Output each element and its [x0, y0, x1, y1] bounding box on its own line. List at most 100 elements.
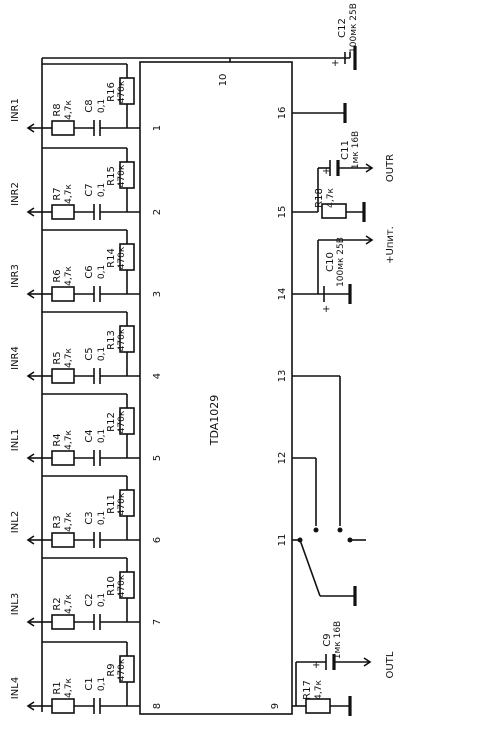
r18-value: 4,7к	[326, 188, 336, 208]
inr2-resistor-name: R7	[52, 187, 63, 200]
inr2-resistor-value: 4,7к	[64, 184, 74, 204]
inl3-resistor-name: R2	[52, 597, 63, 610]
inr1-resistor	[51, 120, 75, 136]
inl3-cap-value: 0,1	[97, 593, 107, 607]
inl1-resistor	[51, 450, 75, 466]
inr4-fb-resistor-name: R13	[106, 330, 117, 350]
inr4-fb-resistor-value: 470к	[117, 328, 127, 351]
inl2-cap-value: 0,1	[97, 511, 107, 525]
c12-polarity: +	[331, 58, 339, 69]
outr-label: OUTR	[385, 154, 396, 182]
inr4-input-arrow	[26, 371, 35, 381]
inl4-cap-value: 0,1	[97, 677, 107, 691]
inr1-cap-name: C8	[84, 99, 95, 112]
output-right-network: C11 1мк 16В + R18 4,7к OUTR	[292, 131, 396, 222]
inl2-input-arrow	[26, 535, 35, 545]
c10-value: 100мк 25В	[336, 237, 346, 287]
supply-network: +Uпит. C10 100мк 25В +	[292, 226, 396, 315]
c12-value: 100мк 25В	[349, 3, 359, 53]
c9-value: 1мк 16В	[333, 621, 343, 659]
inr3-input-arrow	[26, 289, 35, 299]
pin-label-4: 4	[152, 373, 163, 379]
inr4-resistor-value: 4,7к	[64, 348, 74, 368]
inl1-resistor-value: 4,7к	[64, 430, 74, 450]
inr3-resistor-value: 4,7к	[64, 266, 74, 286]
inl4-resistor-name: R1	[52, 681, 63, 694]
pin-label-16: 16	[277, 107, 288, 120]
inl2-cap-name: C3	[84, 511, 95, 524]
inl3-resistor	[51, 614, 75, 630]
c9-polarity: +	[312, 660, 320, 671]
inl4-cap-name: C1	[84, 677, 95, 690]
pin-label-10: 10	[218, 74, 229, 87]
inl1-cap-name: C4	[84, 429, 95, 442]
inr2-cap-name: C7	[84, 183, 95, 196]
inr3-fb-resistor-value: 470к	[117, 246, 127, 269]
inr4-resistor-name: R5	[52, 351, 63, 364]
pin-label-9: 9	[270, 703, 281, 709]
inr3-resistor	[51, 286, 75, 302]
ic-name: TDA1029	[208, 395, 221, 447]
inl2-fb-resistor-value: 470к	[117, 492, 127, 515]
r17-value: 4,7к	[314, 680, 324, 700]
pin-label-1: 1	[152, 125, 163, 131]
inl2-input-label: INL2	[10, 511, 21, 533]
inl4-resistor-value: 4,7к	[64, 678, 74, 698]
inr4-input-label: INR4	[10, 346, 21, 370]
inl2-resistor-name: R3	[52, 515, 63, 528]
inr3-fb-resistor-name: R14	[106, 248, 117, 268]
c11-value: 1мк 16В	[351, 131, 361, 169]
c11-polarity: +	[322, 166, 330, 177]
inl1-fb-resistor-name: R12	[106, 412, 117, 432]
inl3-input-label: INL3	[10, 593, 21, 615]
inr4-cap-value: 0,1	[97, 347, 107, 361]
inr1-input-arrow	[26, 123, 35, 133]
inr1-resistor-value: 4,7к	[64, 100, 74, 120]
pin-label-14: 14	[277, 288, 288, 301]
pin-label-8: 8	[152, 703, 163, 709]
switch-network	[292, 375, 366, 606]
inr3-resistor-name: R6	[52, 269, 63, 282]
c10-name: C10	[325, 252, 336, 272]
pin-label-7: 7	[152, 619, 163, 625]
inr3-cap-name: C6	[84, 265, 95, 278]
inl3-resistor-value: 4,7к	[64, 594, 74, 614]
inl2-fb-resistor-name: R11	[106, 494, 117, 514]
inr2-fb-resistor-value: 470к	[117, 164, 127, 187]
c9-name: C9	[322, 633, 333, 646]
c11-name: C11	[340, 140, 351, 160]
inl4-resistor	[51, 698, 75, 714]
inr1-resistor-name: R8	[52, 103, 63, 116]
ic-body	[139, 61, 293, 715]
pin-label-3: 3	[152, 291, 163, 297]
inl1-fb-resistor-value: 470к	[117, 410, 127, 433]
pin-label-2: 2	[152, 209, 163, 215]
outl-label: OUTL	[385, 651, 396, 678]
c12: C12 100мк 25В +	[331, 3, 359, 70]
pin-label-15: 15	[277, 206, 288, 219]
inr3-cap-value: 0,1	[97, 265, 107, 279]
inl3-fb-resistor-name: R10	[106, 576, 117, 596]
inl4-fb-resistor-name: R9	[106, 663, 117, 676]
inl4-fb-resistor-value: 470к	[117, 658, 127, 681]
inl1-cap-value: 0,1	[97, 429, 107, 443]
pin-label-5: 5	[152, 455, 163, 461]
inr1-cap-value: 0,1	[97, 99, 107, 113]
inr4-resistor	[51, 368, 75, 384]
inl2-resistor-value: 4,7к	[64, 512, 74, 532]
inl3-fb-resistor-value: 470к	[117, 574, 127, 597]
pin-label-12: 12	[277, 452, 288, 465]
inr2-input-arrow	[26, 207, 35, 217]
pin-label-13: 13	[277, 370, 288, 383]
inl1-input-label: INL1	[10, 429, 21, 451]
inr2-input-label: INR2	[10, 182, 21, 206]
inl1-resistor-name: R4	[52, 433, 63, 446]
supply-label: +Uпит.	[385, 226, 396, 264]
inl2-resistor	[51, 532, 75, 548]
inl4-input-label: INL4	[10, 677, 21, 699]
inl4-input-arrow	[26, 701, 35, 711]
inl1-input-arrow	[26, 453, 35, 463]
pin-label-11: 11	[277, 534, 288, 547]
